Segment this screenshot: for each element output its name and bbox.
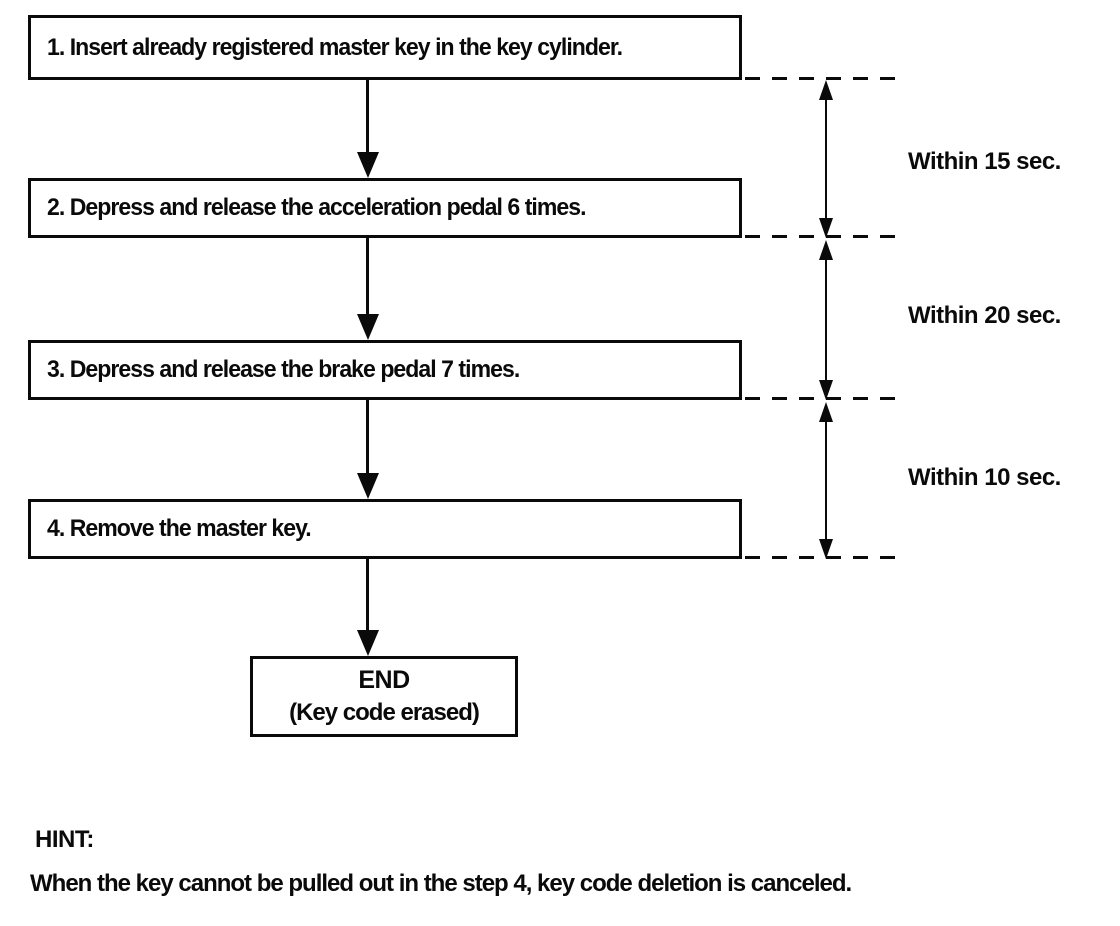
arrowhead-down-icon — [357, 314, 379, 340]
arrowhead-down-icon — [357, 473, 379, 499]
arrow-stem — [366, 559, 369, 634]
step-box-2: 2. Depress and release the acceleration … — [28, 178, 742, 238]
arrowhead-up-icon — [819, 80, 833, 100]
arrow-stem — [825, 257, 827, 383]
arrowhead-down-icon — [819, 218, 833, 238]
end-box: END (Key code erased) — [250, 656, 518, 737]
step-box-4: 4. Remove the master key. — [28, 499, 742, 559]
step-label-1: 1. Insert already registered master key … — [47, 33, 623, 61]
arrow-stem — [366, 80, 369, 156]
arrow-stem — [825, 97, 827, 221]
end-label: END — [358, 666, 410, 694]
arrow-stem — [825, 419, 827, 542]
arrowhead-down-icon — [357, 152, 379, 178]
timing-label-1: Within 15 sec. — [908, 148, 1061, 175]
arrowhead-down-icon — [819, 380, 833, 400]
step-label-3: 3. Depress and release the brake pedal 7… — [47, 356, 520, 383]
timing-label-2: Within 20 sec. — [908, 302, 1061, 329]
step-label-2: 2. Depress and release the acceleration … — [47, 194, 586, 221]
arrowhead-up-icon — [819, 240, 833, 260]
hint-body: When the key cannot be pulled out in the… — [30, 870, 852, 897]
dashed-line-1 — [745, 77, 902, 80]
arrow-stem — [366, 238, 369, 318]
timing-label-3: Within 10 sec. — [908, 464, 1061, 491]
arrowhead-down-icon — [357, 630, 379, 656]
step-box-3: 3. Depress and release the brake pedal 7… — [28, 340, 742, 400]
arrowhead-down-icon — [819, 539, 833, 559]
end-sublabel: (Key code erased) — [289, 699, 480, 726]
step-label-4: 4. Remove the master key. — [47, 515, 312, 542]
step-box-1: 1. Insert already registered master key … — [28, 15, 742, 80]
hint-title: HINT: — [35, 826, 94, 853]
arrowhead-up-icon — [819, 402, 833, 422]
arrow-stem — [366, 400, 369, 477]
